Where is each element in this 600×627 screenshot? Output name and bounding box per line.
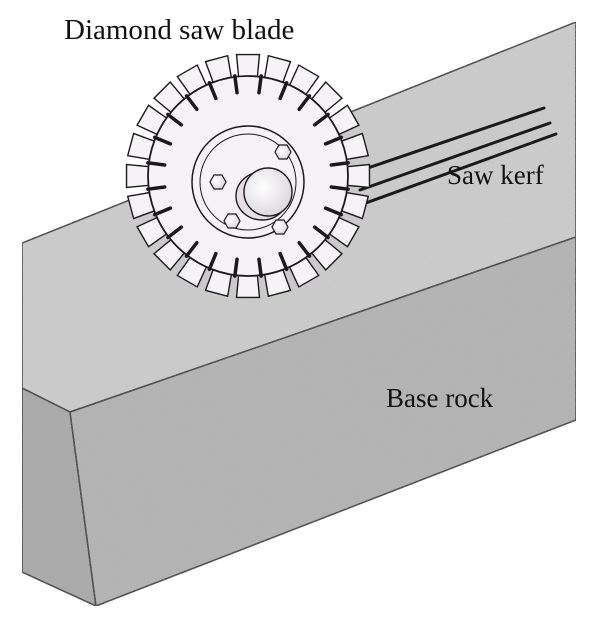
blade-gullet (152, 206, 173, 217)
saw-kerf-label: Saw kerf (447, 160, 544, 190)
blade-segment (235, 53, 261, 80)
blade-gullet (278, 80, 289, 101)
arbor-hub (243, 167, 293, 217)
blade-gullets (146, 74, 350, 278)
blade-gullet (297, 240, 312, 258)
blade-gullet (257, 257, 263, 278)
blade-gullet (233, 74, 239, 95)
blade-gullet (233, 257, 239, 278)
diamond-saw-blade (125, 53, 371, 299)
kerf-line-3 (350, 132, 558, 210)
bolt-right (271, 219, 289, 235)
bolt-left (209, 174, 227, 190)
blade-gullet (329, 185, 350, 191)
blade-segment (125, 163, 152, 189)
kerf-line-1 (354, 106, 546, 174)
blade-flange-inner (199, 133, 297, 231)
base-rock-label: Base rock (386, 383, 494, 413)
blade-gullet (323, 135, 344, 146)
blade-flange (191, 125, 305, 239)
blade-gullet (166, 112, 184, 127)
blade-gullet (146, 161, 167, 167)
blade-gullet (257, 74, 263, 95)
blade-gullet (312, 225, 330, 240)
blade-gullet (297, 94, 312, 112)
blade-gullet (323, 206, 344, 217)
bolt-bottom (223, 213, 241, 229)
blade-gullet (207, 80, 218, 101)
saw-kerf-grooves (350, 106, 558, 210)
bolt-top (274, 144, 292, 160)
blade-gullet (152, 135, 173, 146)
blade-segment (344, 163, 371, 189)
kerf-line-2 (358, 121, 552, 192)
blade-gullet (329, 161, 350, 167)
flange-bolts (209, 144, 292, 235)
blade-gullet (166, 225, 184, 240)
blade-gullet (146, 185, 167, 191)
rock-front-face (69, 235, 577, 608)
blade-gullet (312, 112, 330, 127)
blade-gullet (184, 240, 199, 258)
blade-gullet (184, 94, 199, 112)
diamond-saw-blade-label: Diamond saw blade (64, 14, 295, 46)
blade-gullet (207, 251, 218, 272)
blade-segment (235, 272, 261, 299)
blade-gullet (278, 251, 289, 272)
